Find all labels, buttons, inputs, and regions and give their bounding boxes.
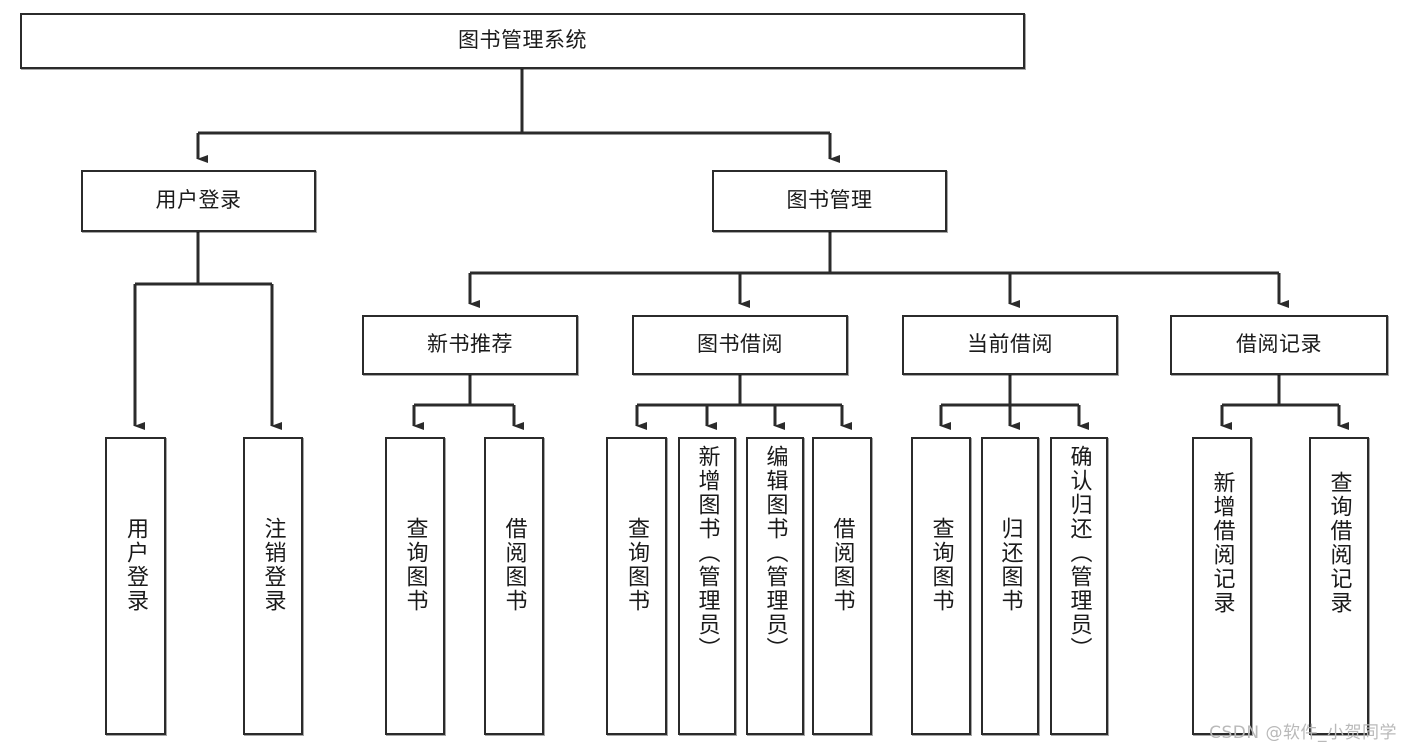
leaf-recommend-borrow-book-label: 借阅图书 [501, 517, 527, 613]
leaf-user-login-label: 用户登录 [123, 517, 149, 613]
leaf-current-return-book[interactable]: 归还图书 [981, 437, 1039, 735]
leaf-current-confirm-return-label: 确认归还（管理员） [1066, 445, 1092, 661]
node-new-book-recommend[interactable]: 新书推荐 [362, 315, 578, 375]
node-borrow-records-label: 借阅记录 [1236, 332, 1322, 357]
leaf-records-query-record-label: 查询借阅记录 [1326, 471, 1352, 615]
leaf-current-query-book-label: 查询图书 [928, 517, 954, 613]
leaf-current-confirm-return[interactable]: 确认归还（管理员） [1050, 437, 1108, 735]
leaf-borrow-borrow-book-label: 借阅图书 [829, 517, 855, 613]
leaf-current-return-book-label: 归还图书 [997, 517, 1023, 613]
leaf-recommend-query-book-label: 查询图书 [402, 517, 428, 613]
leaf-current-query-book[interactable]: 查询图书 [911, 437, 971, 735]
leaf-recommend-query-book[interactable]: 查询图书 [385, 437, 445, 735]
node-borrow-records[interactable]: 借阅记录 [1170, 315, 1388, 375]
node-book-management[interactable]: 图书管理 [712, 170, 947, 232]
leaf-borrow-add-book[interactable]: 新增图书（管理员） [678, 437, 736, 735]
node-book-management-label: 图书管理 [786, 188, 873, 213]
node-user-login[interactable]: 用户登录 [81, 170, 316, 232]
node-root[interactable]: 图书管理系统 [20, 13, 1025, 69]
leaf-user-logout-label: 注销登录 [260, 517, 286, 613]
leaf-records-add-record[interactable]: 新增借阅记录 [1192, 437, 1252, 735]
leaf-borrow-edit-book[interactable]: 编辑图书（管理员） [746, 437, 804, 735]
node-book-borrow[interactable]: 图书借阅 [632, 315, 848, 375]
node-user-login-label: 用户登录 [155, 188, 242, 213]
leaf-records-add-record-label: 新增借阅记录 [1209, 471, 1235, 615]
leaf-borrow-borrow-book[interactable]: 借阅图书 [812, 437, 872, 735]
leaf-borrow-query-book[interactable]: 查询图书 [606, 437, 667, 735]
node-root-label: 图书管理系统 [458, 28, 587, 53]
leaf-user-logout[interactable]: 注销登录 [243, 437, 303, 735]
node-book-borrow-label: 图书借阅 [697, 332, 783, 357]
leaf-borrow-edit-book-label: 编辑图书（管理员） [762, 445, 788, 661]
node-current-borrow[interactable]: 当前借阅 [902, 315, 1118, 375]
leaf-user-login[interactable]: 用户登录 [105, 437, 166, 735]
node-new-book-recommend-label: 新书推荐 [427, 332, 513, 357]
leaf-borrow-add-book-label: 新增图书（管理员） [694, 445, 720, 661]
node-current-borrow-label: 当前借阅 [967, 332, 1053, 357]
leaf-recommend-borrow-book[interactable]: 借阅图书 [484, 437, 544, 735]
leaf-borrow-query-book-label: 查询图书 [624, 517, 650, 613]
leaf-records-query-record[interactable]: 查询借阅记录 [1309, 437, 1369, 735]
